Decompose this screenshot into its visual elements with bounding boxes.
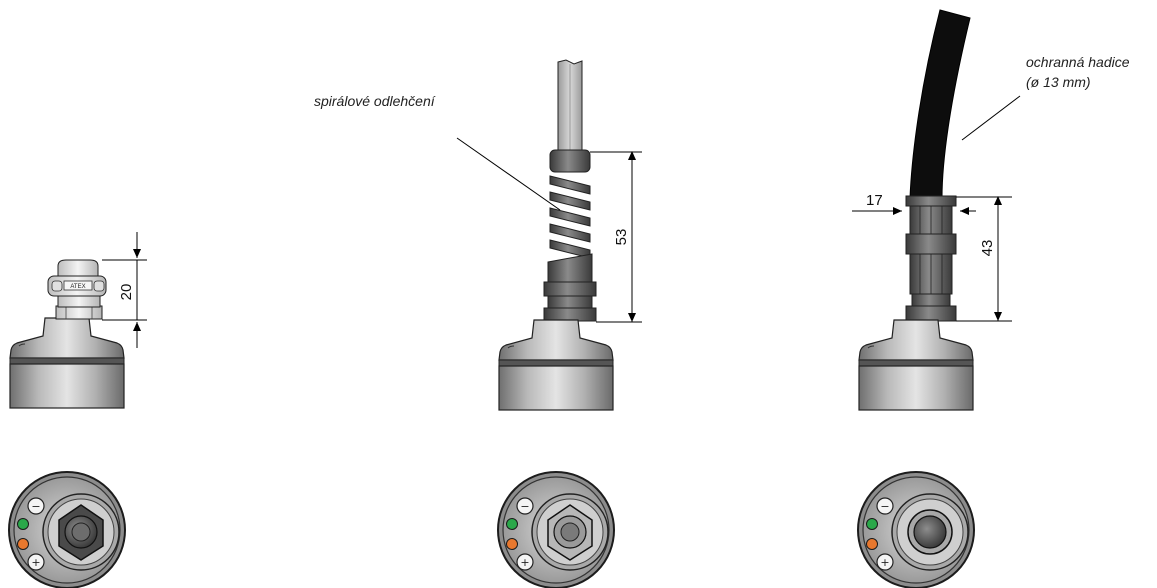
dimension-43: 43 [956,196,1012,322]
dimension-53-label: 53 [613,229,630,246]
plus-symbol: + [520,556,529,569]
minus-symbol: − [520,500,529,513]
cable [557,59,583,153]
green-led [866,518,878,530]
dimension-20-label: 20 [118,284,135,301]
hose-callout: ochranná hadice (ø 13 mm) [961,54,1130,141]
minus-symbol: − [880,500,889,513]
minus-symbol: − [31,500,40,513]
plus-symbol: + [880,556,889,569]
spiral-strain-relief [543,149,597,322]
dimension-17-label: 17 [866,192,883,209]
plus-terminal [27,553,45,571]
atex-label: ATEX [70,284,85,290]
spiral-callout: spirálové odlehčení [314,93,561,211]
hose-callout-line-2: (ø 13 mm) [1026,74,1091,90]
minus-terminal [876,497,894,515]
green-led [506,518,518,530]
bottom-view-3: − + [857,471,975,588]
plus-terminal [516,553,534,571]
dimension-17: 17 [852,192,976,215]
hose-connector [905,195,957,322]
minus-terminal [27,497,45,515]
plus-symbol: + [31,556,40,569]
spiral-callout-label: spirálové odlehčení [314,93,437,109]
dimension-43-label: 43 [979,240,996,257]
minus-terminal [516,497,534,515]
variant-cable-gland: ATEX 20 [9,232,147,409]
orange-led [506,538,518,550]
cable-gland: ATEX [47,259,107,320]
hose-callout-line-1: ochranná hadice [1026,54,1130,70]
orange-led [17,538,29,550]
dimension-20: 20 [102,232,147,348]
sensor-body-3 [858,319,974,411]
bottom-view-2: − + [497,471,615,588]
dimension-53: 53 [590,151,642,323]
sensor-body-2 [498,319,614,411]
variant-spiral-relief: 53 spirálové odlehčení [314,59,642,411]
variant-protective-hose: 17 43 ochranná hadice (ø 13 mm) [852,9,1130,411]
protective-hose [909,9,971,199]
green-led [17,518,29,530]
plus-terminal [876,553,894,571]
bottom-view-1: − + [8,471,126,588]
orange-led [866,538,878,550]
sensor-body-1 [9,317,125,409]
